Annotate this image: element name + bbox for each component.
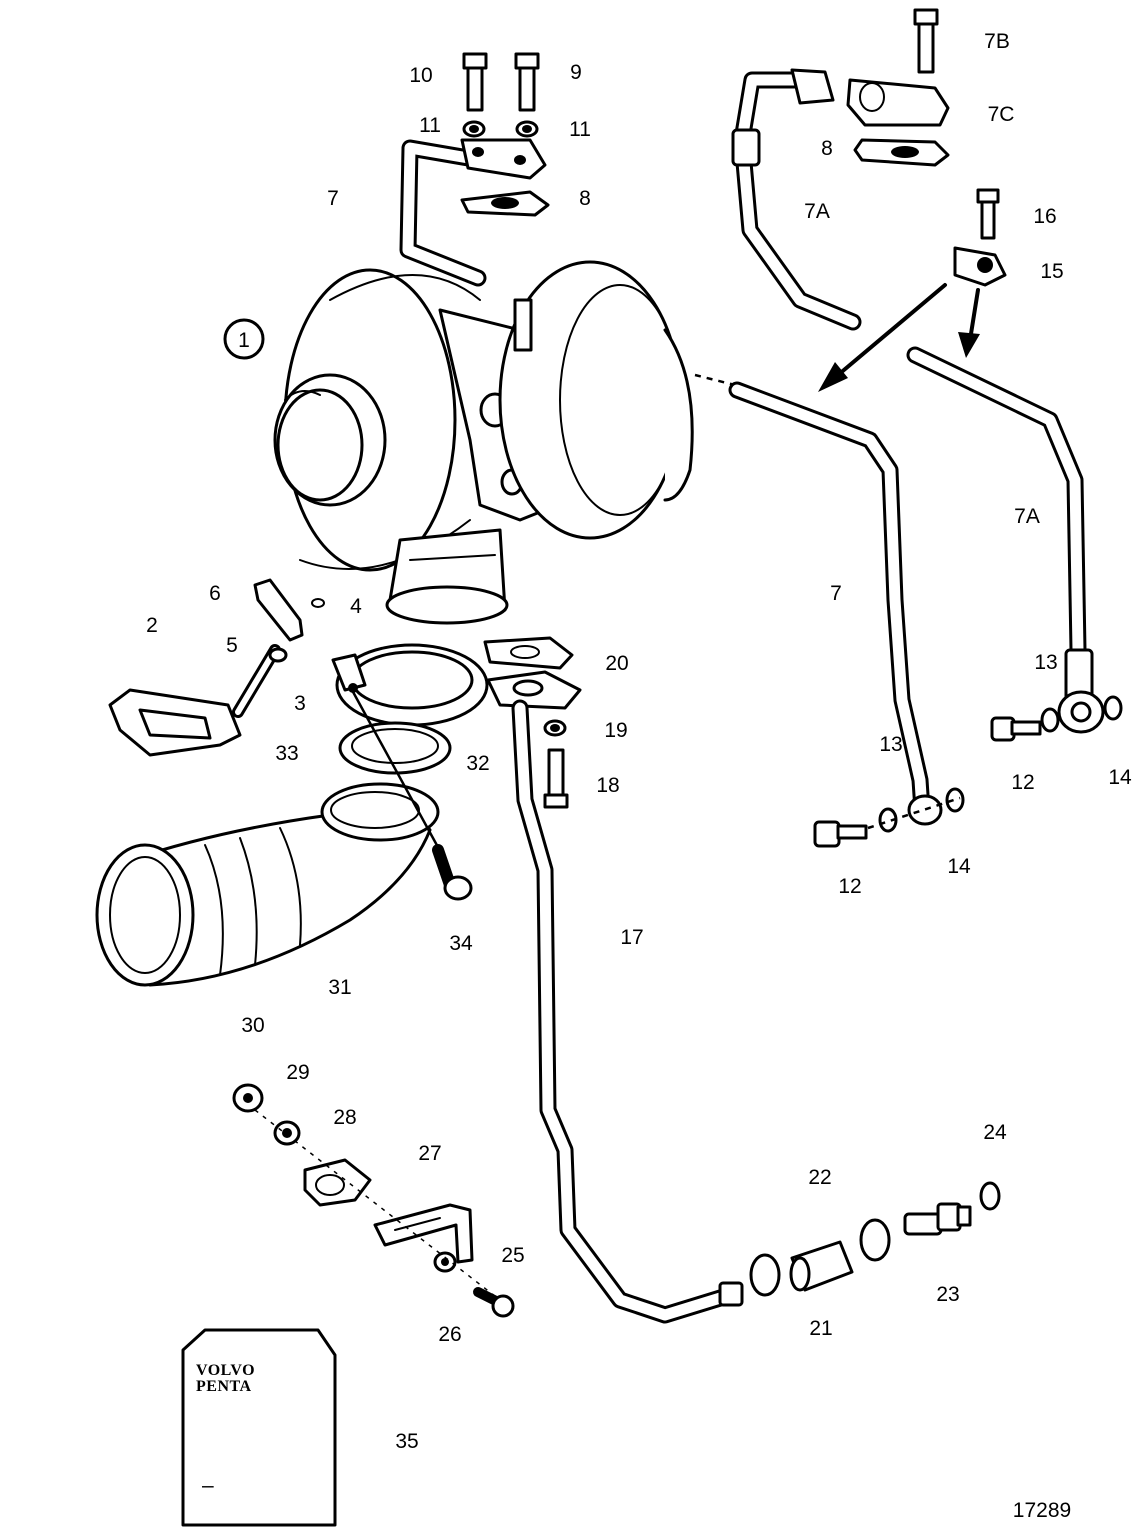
washer-24 xyxy=(979,1181,1001,1211)
label-12-right: 12 xyxy=(1011,771,1034,794)
clamp-22 xyxy=(859,1218,891,1262)
label-28: 28 xyxy=(333,1106,356,1129)
label-24: 24 xyxy=(983,1121,1007,1144)
label-32: 32 xyxy=(466,752,489,775)
arrow-to-pipe-7 xyxy=(818,362,848,392)
ring-33 xyxy=(338,721,452,775)
pipe-7A-top xyxy=(733,71,862,331)
washer-14-left xyxy=(945,787,965,813)
flange-top xyxy=(460,138,547,180)
label-30: 30 xyxy=(241,1014,264,1037)
bolt-10 xyxy=(462,52,488,112)
nut-29 xyxy=(232,1083,264,1113)
label-7B: 7B xyxy=(984,30,1010,53)
washer-14-right xyxy=(1103,695,1123,721)
label-35: 35 xyxy=(395,1430,418,1453)
leader-dash xyxy=(694,373,736,387)
label-21: 21 xyxy=(809,1317,832,1340)
bolt-18 xyxy=(543,748,569,809)
pipe-7A-right xyxy=(906,346,1089,699)
clamp-27 xyxy=(303,1158,372,1207)
label-7A-right: 7A xyxy=(1014,505,1040,528)
bolt-34 xyxy=(432,844,473,901)
label-8-left: 8 xyxy=(579,187,591,210)
label-14-right: 14 xyxy=(1108,766,1132,789)
label-13-right: 13 xyxy=(1034,651,1057,674)
label-9: 9 xyxy=(570,61,582,84)
arrow-to-pipe-7A xyxy=(958,332,980,358)
manual-logo-line2: PENTA xyxy=(196,1378,252,1395)
label-14-left: 14 xyxy=(947,855,971,878)
manual-mark: – xyxy=(202,1474,214,1497)
washer-right-a xyxy=(1040,707,1060,733)
label-2: 2 xyxy=(146,614,158,637)
label-5: 5 xyxy=(226,634,238,657)
bolt-16 xyxy=(976,188,1000,240)
banjo-bolt-12-left xyxy=(813,820,868,848)
label-11-right: 11 xyxy=(569,118,591,141)
label-29: 29 xyxy=(286,1061,309,1084)
label-7A-top: 7A xyxy=(804,200,830,223)
nut-4 xyxy=(311,598,325,608)
label-7C: 7C xyxy=(988,103,1015,126)
label-20: 20 xyxy=(605,652,628,675)
washer-28 xyxy=(273,1120,301,1146)
label-34: 34 xyxy=(449,932,473,955)
label-6: 6 xyxy=(209,582,221,605)
plate-6 xyxy=(253,578,304,642)
label-27: 27 xyxy=(418,1142,441,1165)
label-10: 10 xyxy=(409,64,432,87)
bolt-7B xyxy=(913,8,939,74)
label-33: 33 xyxy=(275,742,298,765)
turbocharger xyxy=(273,260,694,625)
label-7-top: 7 xyxy=(327,187,339,210)
label-18: 18 xyxy=(596,774,619,797)
label-4: 4 xyxy=(350,595,362,618)
clamp-21 xyxy=(749,1253,781,1297)
label-19: 19 xyxy=(604,719,627,742)
label-7-right: 7 xyxy=(830,582,842,605)
bolt-9 xyxy=(514,52,540,112)
label-17: 17 xyxy=(620,926,643,949)
manual-logo-line1: VOLVO xyxy=(196,1362,255,1379)
label-23: 23 xyxy=(936,1283,959,1306)
label-1: 1 xyxy=(238,329,250,352)
label-11-left: 11 xyxy=(419,114,441,137)
label-31: 31 xyxy=(328,976,351,999)
banjo-13-left xyxy=(907,794,943,826)
manual-35 xyxy=(181,1328,337,1527)
figure-number: 17289 xyxy=(1013,1499,1071,1522)
banjo-bolt-12-right xyxy=(990,716,1042,742)
item-1-circle xyxy=(223,318,265,360)
bracket-25 xyxy=(373,1203,474,1264)
label-12-left: 12 xyxy=(838,875,861,898)
label-3: 3 xyxy=(294,692,306,715)
label-13-left: 13 xyxy=(879,733,902,756)
label-8-right: 8 xyxy=(821,137,833,160)
nipple-23 xyxy=(903,1202,972,1236)
label-16: 16 xyxy=(1033,205,1056,228)
flange-7C xyxy=(846,78,950,127)
label-25: 25 xyxy=(501,1244,524,1267)
label-22: 22 xyxy=(808,1166,831,1189)
label-15: 15 xyxy=(1040,260,1063,283)
nut-25 xyxy=(433,1251,457,1273)
bolt-26 xyxy=(473,1287,515,1318)
label-26: 26 xyxy=(438,1323,461,1346)
union-fitting xyxy=(790,68,835,105)
gasket-20-upper xyxy=(483,636,574,670)
